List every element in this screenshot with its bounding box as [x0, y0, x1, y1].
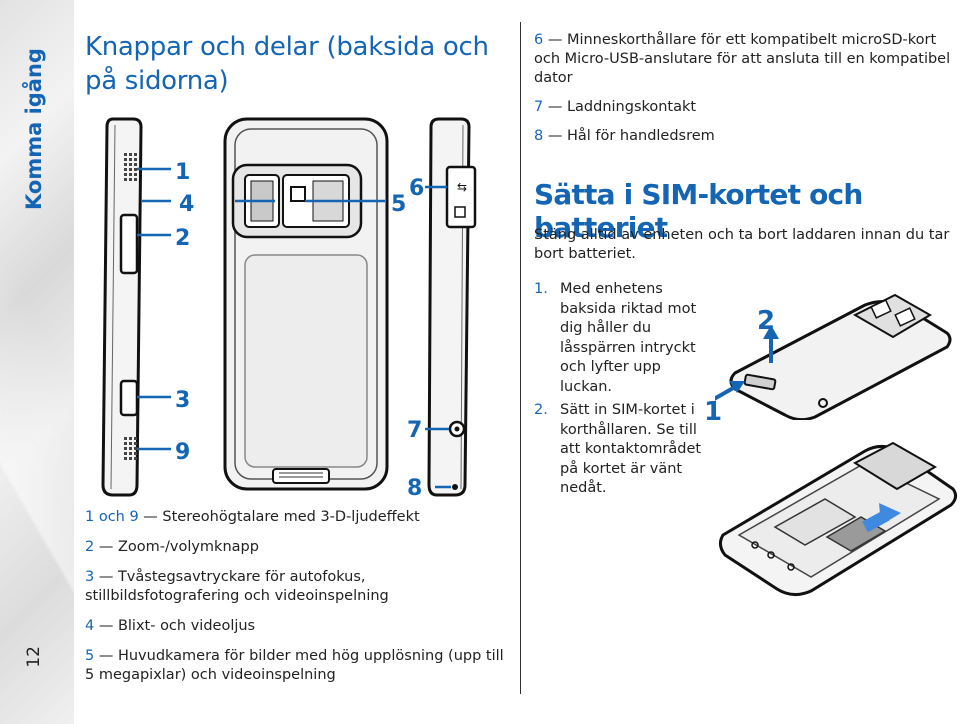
section-label: Komma igång — [22, 48, 46, 210]
legend-item: 3 — Tvåstegsavtryckare för autofokus, st… — [85, 569, 389, 604]
legend-item: 2 — Zoom-/volymknapp — [85, 539, 259, 555]
legend-item: 8 — Hål för handledsrem — [534, 128, 715, 144]
arrow-insert-icon — [879, 503, 901, 525]
legend-item: 6 — Minneskorthållare för ett kompatibel… — [534, 32, 951, 86]
callout-2: 2 — [175, 226, 190, 251]
step-item: 1.Med enhetens baksida riktad mot dig hå… — [534, 281, 697, 395]
parts-legend-continued: 6 — Minneskorthållare för ett kompatibel… — [534, 31, 954, 156]
callout-1-holder: 1 — [704, 397, 722, 427]
legend-item: 1 och 9 — Stereohögtalare med 3-D-ljudef… — [85, 509, 420, 525]
legend-item: 5 — Huvudkamera för bilder med hög upplö… — [85, 648, 504, 683]
legend-item: 4 — Blixt- och videoljus — [85, 618, 256, 634]
memory-card-icon — [454, 206, 466, 218]
legend-item: 7 — Laddningskontakt — [534, 99, 697, 115]
callout-1: 1 — [175, 160, 190, 185]
callout-9: 9 — [175, 440, 190, 465]
callout-4: 4 — [179, 192, 194, 217]
memory-card-slot — [445, 165, 477, 229]
page-number: 12 — [24, 646, 44, 668]
callout-6: 6 — [409, 176, 424, 201]
speaker-grille-icon — [124, 153, 137, 181]
callout-5: 5 — [391, 192, 406, 217]
zoom-key — [119, 213, 139, 275]
step-callout-1: 1 — [704, 397, 722, 427]
step-item: 2.Sätt in SIM-kortet i korthållaren. Se … — [534, 402, 702, 496]
usb-icon: ⇆ — [457, 180, 467, 194]
camera-lens-icon — [290, 186, 306, 202]
page-title: Knappar och delar (baksida och på sidorn… — [85, 32, 489, 96]
callout-3: 3 — [175, 388, 190, 413]
arrow-right-icon — [729, 381, 745, 393]
callout-8: 8 — [407, 476, 422, 500]
sim-insert-diagram — [718, 441, 958, 596]
step-list: 1.Med enhetens baksida riktad mot dig hå… — [534, 280, 714, 503]
column-divider — [520, 22, 521, 694]
battery-latch — [272, 468, 330, 484]
intro-text: Stäng alltid av enheten och ta bort ladd… — [534, 227, 950, 262]
sidebar: Komma igång 12 — [0, 0, 74, 724]
capture-key — [119, 379, 139, 417]
callout-7: 7 — [407, 418, 422, 443]
arrow-up-icon — [763, 325, 779, 339]
section-heading: Sätta i SIM-kortet och batteriet — [534, 178, 863, 244]
parts-legend: 1 och 9 — Stereohögtalare med 3-D-ljudef… — [85, 508, 515, 696]
strap-hole — [452, 484, 458, 490]
sidebar-pattern — [0, 0, 74, 724]
open-cover-diagram: 2 — [715, 293, 952, 420]
step-callout-2: 2 — [757, 306, 775, 336]
phone-back-sides-diagram: ⇆ 1 4 2 3 9 6 5 7 8 — [101, 117, 477, 500]
